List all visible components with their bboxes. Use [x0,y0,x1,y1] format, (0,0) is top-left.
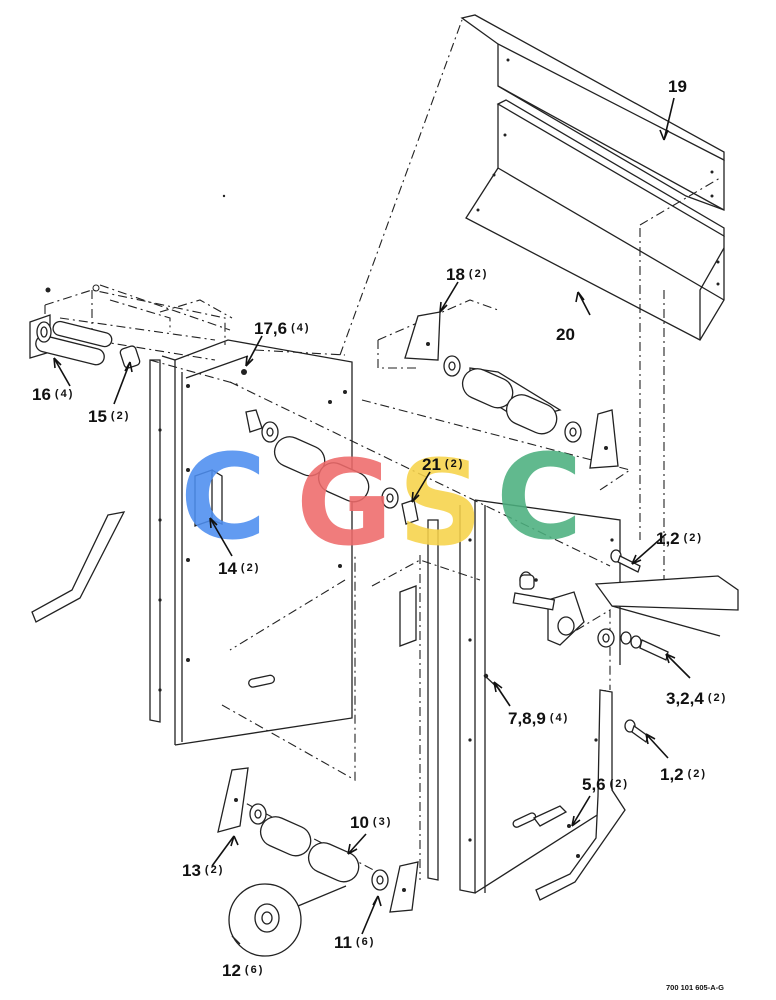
callout-20: 20 [556,325,575,344]
watermark-letter: G [296,434,393,572]
top-deflector-19 [460,14,725,211]
callout-1-2-lower: 1,2(2) [660,765,707,784]
right-strap [532,689,626,901]
upper-right-roller [404,311,619,469]
bearing-detail-12 [228,883,347,957]
leader-lines [53,97,691,935]
callout-7-8-9: 7,8,9(4) [508,709,569,728]
callout-13: 13(2) [182,861,224,880]
middle-roller [245,409,419,525]
callout-1-2-upper: 1,2(2) [656,529,703,548]
callout-16: 16(4) [32,385,74,404]
right-bracket [483,549,739,744]
wear-plate-14 [194,469,417,647]
shield-20 [465,99,725,341]
watermark-letter: S [398,434,483,572]
lower-roller [217,767,419,913]
left-side-panel [149,339,353,746]
small-hardware [92,194,580,858]
callout-19: 19 [668,77,687,96]
left-strap [31,511,126,623]
callout-21: 21(2) [422,455,464,474]
upper-left-bracket [29,284,247,375]
cgsc-watermark: C G S C [180,428,583,572]
callout-15: 15(2) [88,407,130,426]
watermark-letter: C [180,428,267,566]
callout-5-6: 5,6(2) [582,775,629,794]
callout-labels: 19 20 18(2) 17,6(4) 16(4) 15(2) 21(2) 14… [32,77,727,980]
callout-17-6: 17,6(4) [254,319,311,338]
callout-3-2-4: 3,2,4(2) [666,689,727,708]
callout-11: 11(6) [334,933,375,952]
watermark-letter: C [496,428,583,566]
callout-12: 12(6) [222,961,264,980]
callout-10: 10(3) [350,813,392,832]
callout-14: 14(2) [218,559,260,578]
figure-reference-number: 700 101 605-A-G [666,983,724,992]
callout-18: 18(2) [446,265,488,284]
